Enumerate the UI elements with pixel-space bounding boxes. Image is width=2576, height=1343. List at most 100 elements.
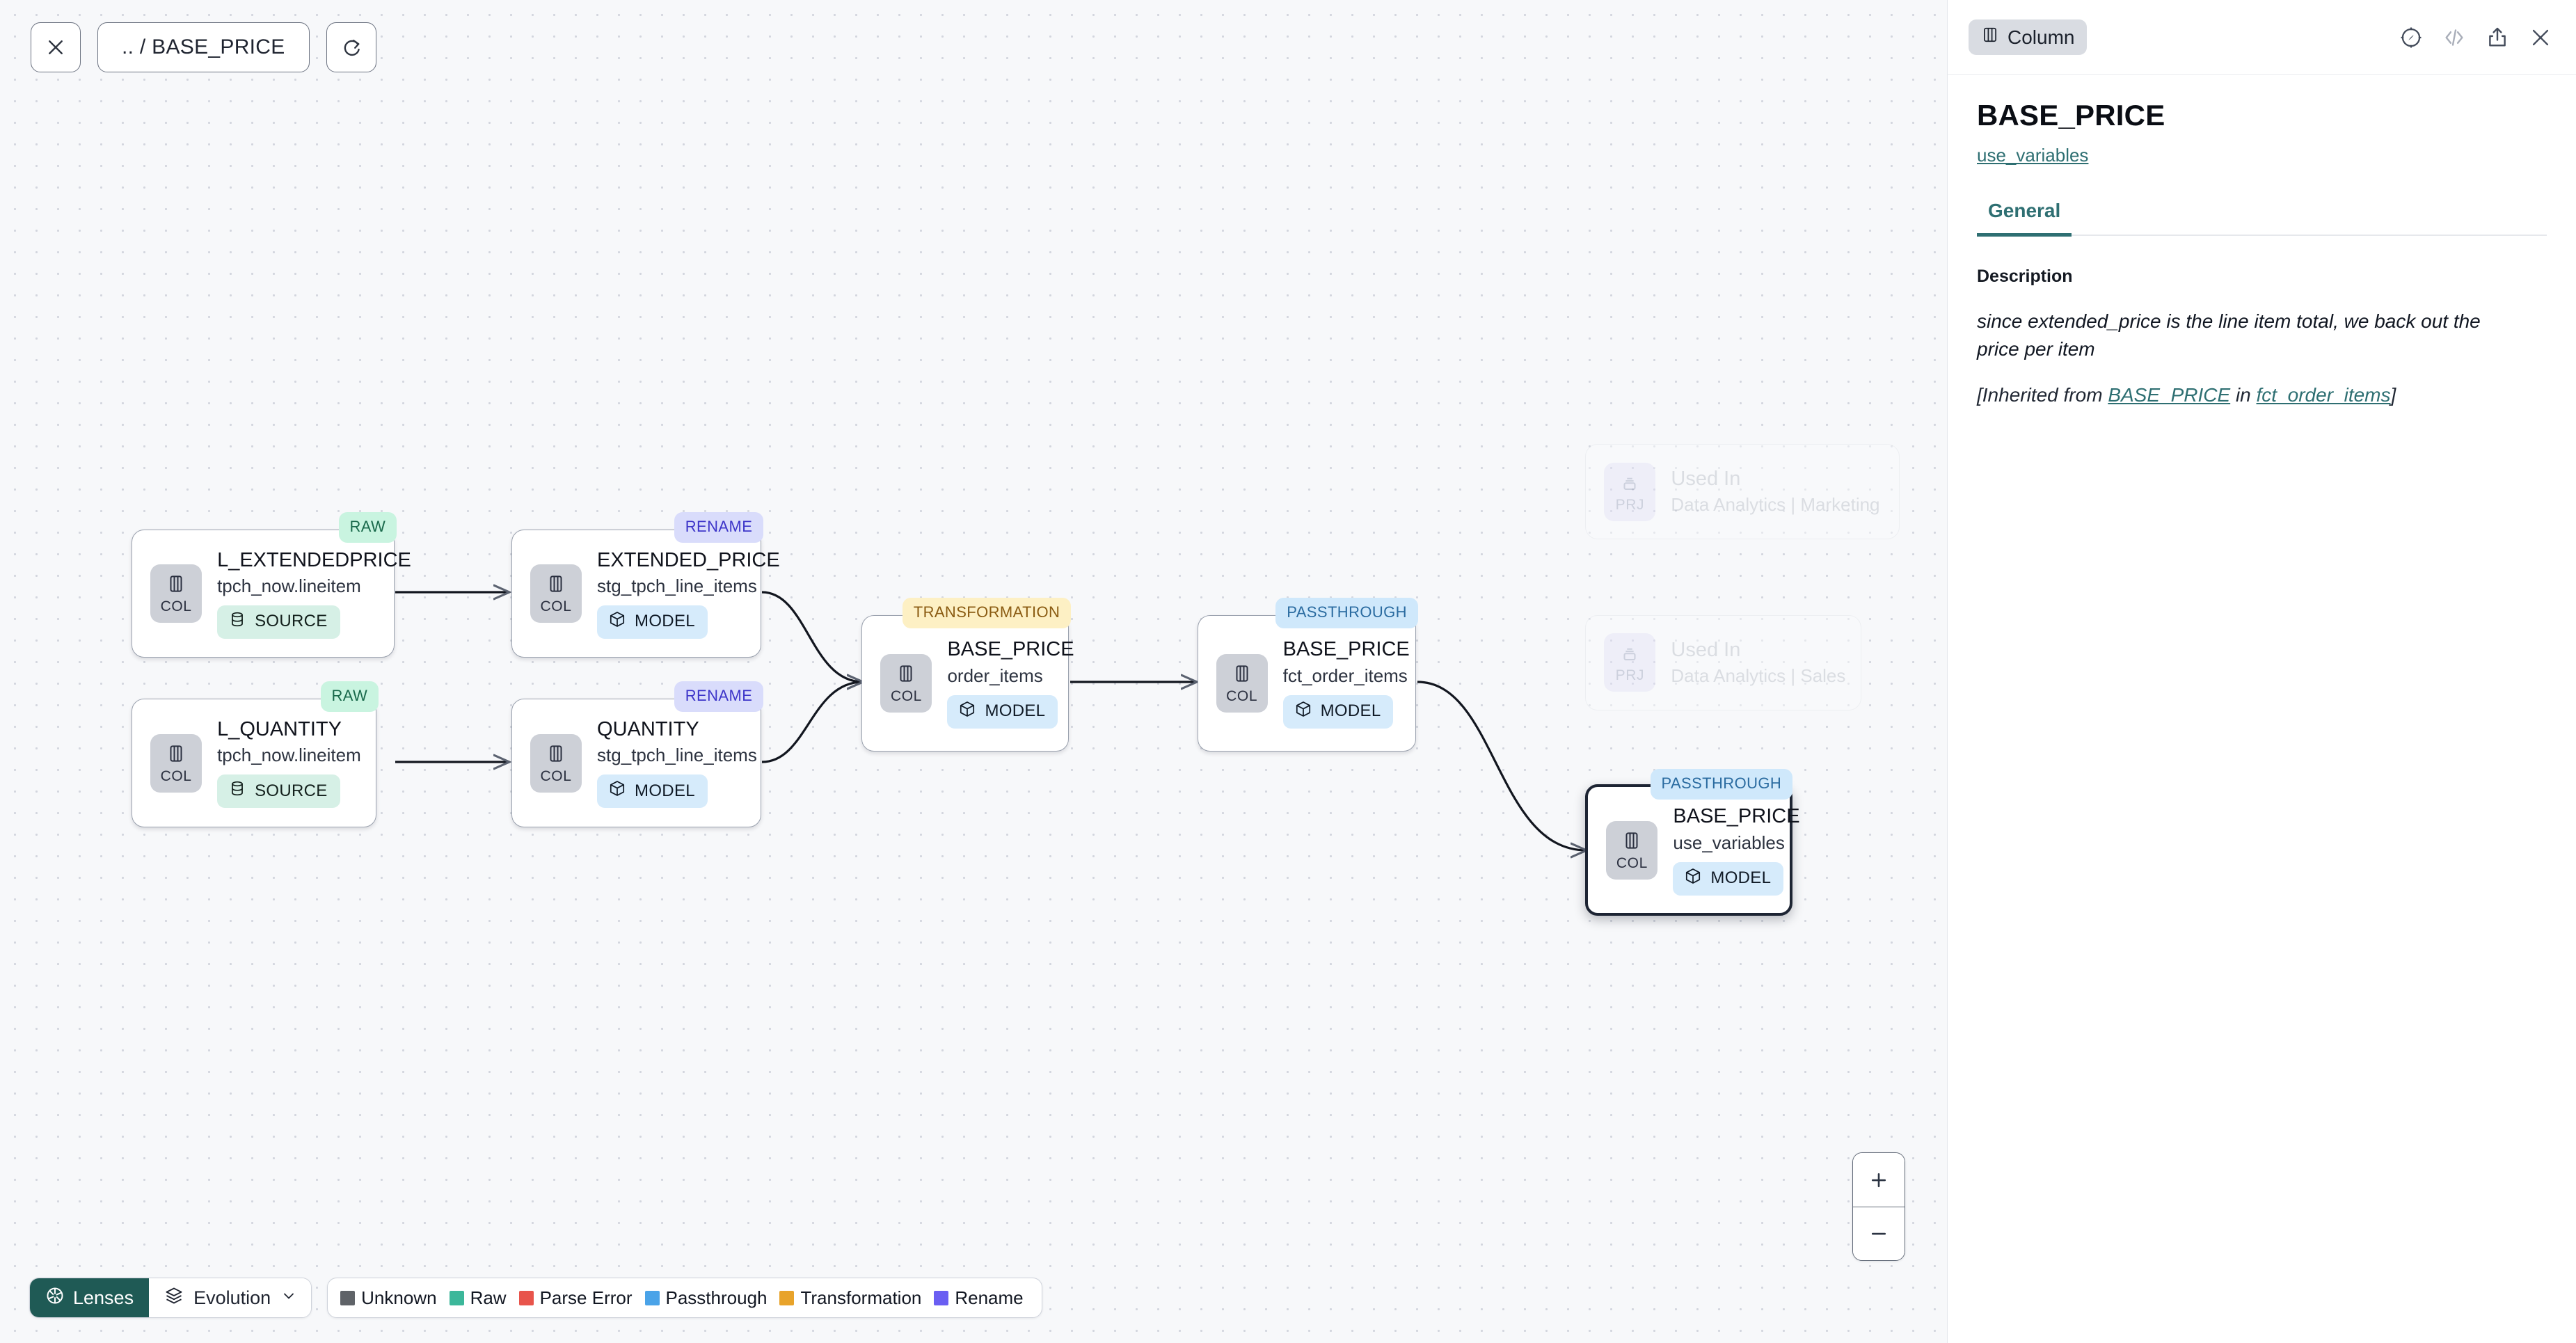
column-icon [166,743,186,768]
column-icon [546,573,566,598]
inherited-prefix: [Inherited from [1977,383,2108,406]
node-title: QUANTITY [597,718,699,741]
lenses-label: Lenses [73,1287,134,1308]
node-kind-badge: RAW [338,512,397,543]
materialization-badge: MODEL [597,605,708,639]
legend-label: Transformation [800,1287,922,1308]
zoom-in-button[interactable] [1853,1153,1905,1207]
legend-item-transformation[interactable]: Transformation [779,1287,927,1309]
cube-icon [958,700,976,723]
node-kind-box: PRJ [1604,633,1656,692]
entity-type-label: Column [2007,26,2075,48]
legend-item-unknown[interactable]: Unknown [340,1287,442,1309]
column-icon [1232,663,1253,688]
node-kind-box: COL [880,654,932,713]
legend-swatch [934,1290,949,1305]
node-kind-badge: RENAME [674,681,764,713]
node-title: BASE_PRICE [947,638,1074,661]
refresh-button[interactable] [326,22,376,72]
node-title: EXTENDED_PRICE [597,548,780,571]
legend-swatch [340,1290,356,1305]
node-kind-label: COL [890,688,922,705]
share-icon[interactable] [2486,26,2509,49]
zoom-out-button[interactable] [1853,1207,1905,1260]
node-kind-box: PRJ [1604,462,1656,521]
node-kind-label: COL [1226,688,1258,705]
description-body: since extended_price is the line item to… [1977,310,2481,360]
node-kind-label: COL [540,768,572,784]
code-icon[interactable] [2442,26,2466,49]
compass-icon[interactable] [2399,26,2423,49]
evolution-dropdown[interactable]: Evolution [149,1278,312,1317]
node-title: L_QUANTITY [217,718,342,741]
panel-header: Column [1948,0,2576,75]
entity-type-chip[interactable]: Column [1969,19,2088,55]
layers-icon [164,1286,184,1310]
legend-swatch [779,1290,795,1305]
node-body: Used In Data Analytics | Sales [1671,638,1846,687]
node-kind-label: PRJ [1615,496,1645,513]
breadcrumb-label: .. / BASE_PRICE [122,35,285,58]
node-kind-badge: RENAME [674,512,764,543]
node-subtitle: tpch_now.lineitem [217,575,361,596]
node-kind-label: COL [1616,855,1648,871]
legend-swatch [518,1290,534,1305]
close-panel-icon[interactable] [2529,26,2552,49]
tab-general[interactable]: General [1977,200,2072,237]
legend-item-passthrough[interactable]: Passthrough [644,1287,773,1309]
node-kind-box: COL [150,564,202,623]
node-kind-label: COL [160,768,192,784]
project-icon [1619,642,1640,667]
inherited-column-link[interactable]: BASE_PRICE [2108,383,2231,406]
materialization-badge: SOURCE [217,605,340,639]
description-text: since extended_price is the line item to… [1977,308,2520,408]
legend-label: Unknown [361,1287,437,1308]
lineage-canvas[interactable]: .. / BASE_PRICE [0,0,1947,1343]
lenses-button[interactable]: Lenses [30,1278,150,1317]
parent-model-link[interactable]: use_variables [1977,145,2089,166]
node-title: Used In [1671,638,1741,661]
node-kind-box: COL [530,733,582,793]
cube-icon [1294,700,1312,723]
close-graph-button[interactable] [31,22,81,72]
node-title: BASE_PRICE [1282,638,1410,661]
legend-swatch [449,1290,464,1305]
legend-item-rename[interactable]: Rename [934,1287,1028,1309]
materialization-badge: MODEL [1282,694,1394,729]
database-icon [228,610,246,633]
node-kind-badge: PASSTHROUGH [1650,769,1793,800]
lenses-group: Lenses Evolution [29,1278,312,1318]
legend-label: Rename [955,1287,1024,1308]
details-panel: Column [1947,0,2576,1343]
panel-body: BASE_PRICE use_variables General Descrip… [1948,75,2576,408]
node-subtitle: stg_tpch_line_items [597,745,757,766]
node-kind-label: COL [160,598,192,615]
legend-item-raw[interactable]: Raw [449,1287,512,1309]
legend-label: Passthrough [665,1287,768,1308]
legend-swatch [644,1290,660,1305]
node-kind-box: COL [1606,820,1658,880]
legend-item-parse-error[interactable]: Parse Error [518,1287,638,1309]
node-kind-badge: TRANSFORMATION [902,597,1072,628]
legend-label: Parse Error [539,1287,633,1308]
lineage-node-used-in-sales[interactable]: PRJ Used In Data Analytics | Sales [1585,614,1862,711]
inherited-model-link[interactable]: fct_order_items [2256,383,2391,406]
breadcrumb[interactable]: .. / BASE_PRICE [97,22,310,72]
cube-icon [608,610,626,633]
materialization-badge: MODEL [1673,861,1784,896]
column-icon [166,573,186,598]
node-subtitle: Data Analytics | Sales [1671,665,1846,687]
